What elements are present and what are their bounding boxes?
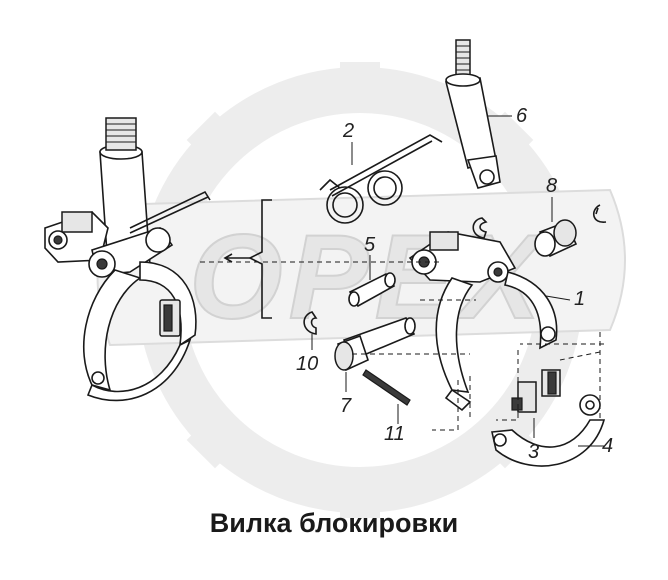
callout-label: 11: [384, 423, 405, 445]
part-11-spring-pin: [362, 369, 411, 406]
callout-10: 10: [296, 334, 318, 375]
part-5-pin: [348, 272, 396, 308]
callout-8: 8: [546, 175, 557, 222]
callout-label: 8: [546, 175, 557, 197]
retaining-ring-right: [593, 204, 607, 223]
retaining-ring-top: [472, 217, 488, 239]
part-8-bushing: [534, 219, 578, 258]
part-1-fork: [408, 231, 558, 412]
part-10-ring: [303, 311, 318, 335]
callout-label: 5: [364, 234, 376, 256]
part-7-shaft: [334, 317, 416, 372]
callout-label: 4: [602, 435, 613, 457]
callout-7: 7: [340, 372, 352, 417]
watermark-text: OPEX: [189, 210, 547, 344]
callout-6: 6: [488, 105, 528, 127]
guide-lines: [200, 261, 604, 431]
watermark-logo: OPEX: [96, 62, 626, 518]
callout-label: 3: [528, 441, 539, 463]
callout-label: 2: [342, 120, 354, 142]
callout-5: 5: [364, 234, 376, 280]
callout-label: 10: [296, 353, 318, 375]
callout-11: 11: [384, 404, 405, 445]
callout-4: 4: [578, 435, 613, 457]
callout-label: 1: [574, 288, 585, 310]
part-2-spring: [319, 134, 443, 224]
callout-2: 2: [342, 120, 354, 165]
diagram-caption: Вилка блокировки: [209, 508, 459, 538]
callout-label: 6: [516, 105, 528, 127]
part-6-rod: [444, 39, 501, 189]
callout-1: 1: [545, 288, 585, 310]
assembled-fork: [44, 117, 211, 402]
callout-3: 3: [528, 418, 539, 463]
callout-label: 7: [340, 395, 352, 417]
